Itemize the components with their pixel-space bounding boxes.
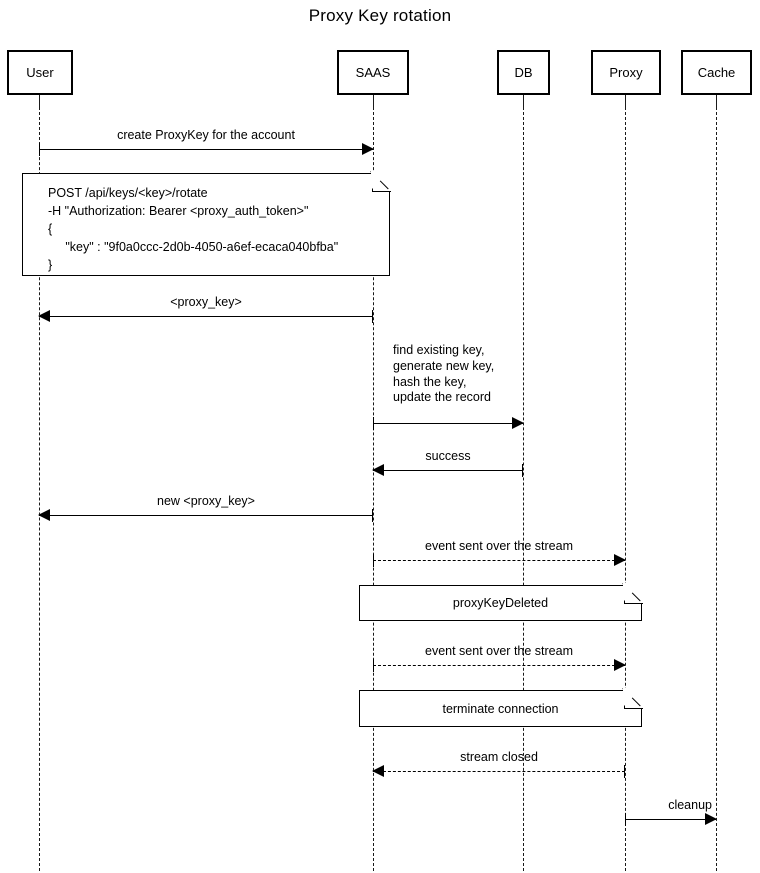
lifeline-proxy bbox=[625, 107, 626, 871]
message-line bbox=[39, 316, 373, 317]
note-fold-corner-icon bbox=[623, 583, 643, 604]
lifeline-stub-user bbox=[39, 95, 40, 109]
annotation-t1: find existing key, generate new key, has… bbox=[393, 343, 495, 405]
lifeline-saas bbox=[373, 107, 374, 871]
message-line bbox=[373, 771, 625, 772]
participant-db[interactable]: DB bbox=[497, 50, 550, 95]
arrowhead-icon bbox=[512, 416, 524, 429]
note-fold-corner-icon bbox=[623, 688, 643, 709]
message-stub bbox=[372, 509, 373, 522]
note-n3: terminate connection bbox=[359, 688, 643, 727]
lifeline-user bbox=[39, 107, 40, 871]
participant-label: User bbox=[26, 65, 54, 80]
lifeline-stub-cache bbox=[716, 95, 717, 109]
message-stub bbox=[373, 417, 374, 430]
note-text: terminate connection bbox=[442, 701, 559, 716]
message-stub bbox=[39, 143, 40, 156]
participant-label: Cache bbox=[697, 65, 736, 80]
note-text: proxyKeyDeleted bbox=[452, 596, 549, 610]
message-label: cleanup bbox=[668, 798, 712, 812]
participant-cache[interactable]: Cache bbox=[681, 50, 752, 95]
message-line bbox=[373, 423, 523, 424]
arrowhead-icon bbox=[372, 764, 384, 777]
arrowhead-icon bbox=[38, 508, 50, 521]
note-n1: POST /api/keys/<key>/rotate -H "Authoriz… bbox=[22, 171, 391, 276]
message-line bbox=[39, 149, 373, 150]
arrowhead-icon bbox=[372, 463, 384, 476]
lifeline-stub-proxy bbox=[625, 95, 626, 109]
participant-proxy[interactable]: Proxy bbox=[591, 50, 661, 95]
message-label: new <proxy_key> bbox=[157, 494, 255, 508]
message-stub bbox=[372, 310, 373, 323]
message-stub bbox=[373, 659, 374, 672]
message-stub bbox=[625, 813, 626, 826]
participant-label: DB bbox=[514, 65, 533, 80]
participant-saas[interactable]: SAAS bbox=[337, 50, 409, 95]
message-label: event sent over the stream bbox=[425, 644, 573, 658]
message-line bbox=[39, 515, 373, 516]
arrowhead-icon bbox=[705, 812, 717, 825]
message-label: success bbox=[425, 449, 471, 463]
arrowhead-icon bbox=[362, 142, 374, 155]
diagram-title: Proxy Key rotation bbox=[308, 6, 452, 25]
message-label: <proxy_key> bbox=[170, 295, 242, 309]
lifeline-cache bbox=[716, 107, 717, 871]
participant-label: Proxy bbox=[609, 65, 643, 80]
message-stub bbox=[624, 765, 625, 778]
lifeline-db bbox=[523, 107, 524, 871]
lifeline-stub-db bbox=[523, 95, 524, 109]
arrowhead-icon bbox=[614, 553, 626, 566]
message-stub bbox=[373, 554, 374, 567]
lifeline-stub-saas bbox=[373, 95, 374, 109]
note-text: POST /api/keys/<key>/rotate -H "Authoriz… bbox=[48, 186, 339, 272]
message-label: event sent over the stream bbox=[425, 539, 573, 553]
note-n2: proxyKeyDeleted bbox=[359, 583, 643, 621]
message-line bbox=[373, 470, 523, 471]
message-stub bbox=[522, 464, 523, 477]
message-line bbox=[373, 665, 625, 666]
arrowhead-icon bbox=[38, 309, 50, 322]
note-fold-corner-icon bbox=[371, 171, 391, 192]
participant-label: SAAS bbox=[355, 65, 391, 80]
message-label: stream closed bbox=[460, 750, 538, 764]
message-line bbox=[373, 560, 625, 561]
arrowhead-icon bbox=[614, 658, 626, 671]
message-line bbox=[625, 819, 716, 820]
participant-user[interactable]: User bbox=[7, 50, 73, 95]
message-label: create ProxyKey for the account bbox=[117, 128, 295, 142]
